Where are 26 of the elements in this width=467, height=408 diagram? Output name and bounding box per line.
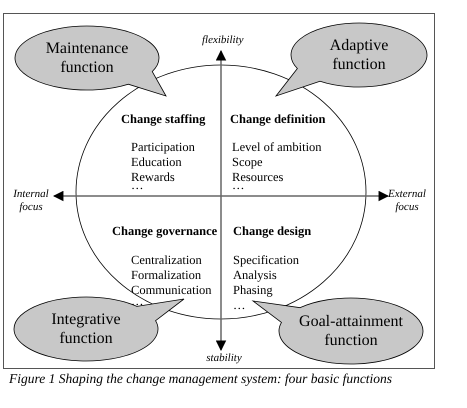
- axis-label: flexibility: [202, 34, 242, 47]
- axis-label: External focus: [387, 188, 427, 214]
- list-item: Communication: [131, 283, 212, 298]
- bubble-text: Adaptive function: [328, 36, 390, 74]
- speech-bubble: [251, 296, 426, 366]
- quadrant-heading: Change definition: [230, 112, 326, 126]
- quadrant-heading: Change staffing: [121, 112, 206, 126]
- axis-label: stability: [205, 352, 243, 365]
- list-item: Education: [131, 155, 182, 170]
- bubble-text: Maintenance function: [44, 39, 130, 77]
- axis-label: Internal focus: [12, 188, 50, 214]
- list-item: Centralization: [131, 253, 202, 268]
- figure-caption: Figure 1 Shaping the change management system: four basic functions: [9, 371, 392, 387]
- list-item: Analysis: [233, 268, 277, 282]
- list-item: Level of ambition: [232, 140, 322, 154]
- list-item: Scope: [232, 155, 263, 170]
- list-item: Participation: [131, 140, 195, 154]
- quadrant-heading: Change governance: [112, 224, 218, 238]
- list-item: Formalization: [131, 268, 202, 282]
- speech-bubble: [13, 295, 187, 363]
- list-item: Specification: [233, 253, 299, 268]
- quadrant-heading: Change design: [233, 224, 312, 238]
- bubble-text: Goal-attainment function: [298, 312, 404, 350]
- bubble-text: Integrative function: [50, 310, 122, 348]
- list-item: Phasing: [233, 283, 273, 298]
- list-item: …: [233, 298, 246, 312]
